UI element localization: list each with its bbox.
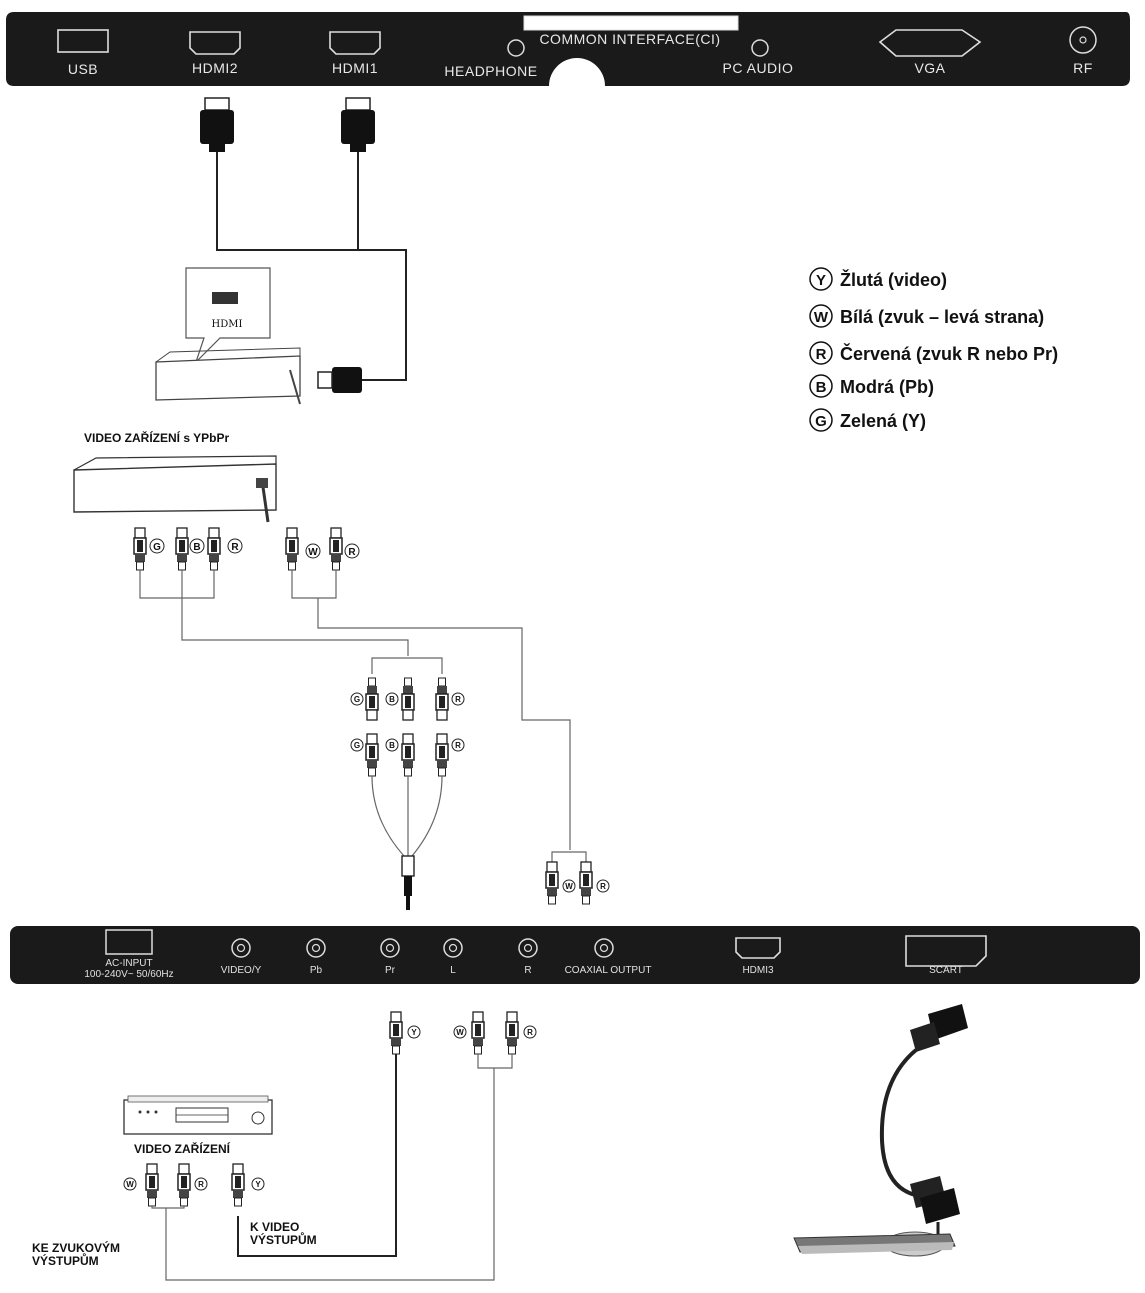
hdmi-source-device: HDMI <box>155 267 301 405</box>
svg-text:R: R <box>455 741 461 750</box>
scart-device-icon <box>793 1231 956 1257</box>
rf-label: RF <box>1073 60 1093 76</box>
video-device-plugs: W R Y <box>123 1163 265 1209</box>
ypbpr-wires <box>139 570 571 850</box>
svg-text:B: B <box>193 542 200 553</box>
video-out-label-2: VÝSTUPŮM <box>250 1231 317 1247</box>
adapter-plugs-lower: G B R <box>350 733 465 910</box>
legend-item: Y Žlutá (video) <box>809 267 947 291</box>
hdmi-port-icon <box>212 292 238 304</box>
bottom-av-plugs: Y W R <box>165 1011 537 1281</box>
legend-item: G Zelená (Y) <box>809 408 926 432</box>
legend-item: W Bílá (zvuk – levá strana) <box>809 304 1044 328</box>
svg-text:R: R <box>231 542 239 553</box>
svg-text:R: R <box>816 346 827 363</box>
legend-item: B Modrá (Pb) <box>809 374 934 398</box>
usb-label: USB <box>68 61 98 77</box>
scart-port-icon <box>905 935 987 967</box>
top-connector-panel: USB HDMI2 HDMI1 HEADPHONE COMMON INTERFA… <box>6 12 1130 86</box>
hdmi-device-label: HDMI <box>212 319 243 330</box>
ypbpr-plug-letters: G B R W R <box>149 538 360 559</box>
svg-text:R: R <box>600 882 606 891</box>
video-y-label: VIDEO/Y <box>221 965 262 976</box>
hdmi2-port-icon <box>189 31 241 55</box>
headphone-jack-icon <box>507 39 525 57</box>
audio-out-label-1: KE ZVUKOVÝM <box>32 1240 120 1255</box>
ci-label: COMMON INTERFACE(CI) <box>539 31 720 47</box>
r-label: R <box>524 965 531 976</box>
legend-item: R Červená (zvuk R nebo Pr) <box>809 341 1058 365</box>
svg-text:Bílá (zvuk – levá strana): Bílá (zvuk – levá strana) <box>840 307 1044 327</box>
svg-text:B: B <box>389 695 395 704</box>
svg-text:W: W <box>814 309 829 326</box>
scart-plug-icon <box>910 1004 968 1052</box>
l-label: L <box>450 965 456 976</box>
svg-text:R: R <box>455 695 461 704</box>
svg-text:W: W <box>565 882 573 891</box>
bottom-connector-panel: AC-INPUT 100-240V~ 50/60Hz VIDEO/Y Pb Pr… <box>10 926 1140 984</box>
audio-pair-plugs: W R <box>545 851 610 905</box>
svg-text:Žlutá (video): Žlutá (video) <box>840 269 947 290</box>
pc-audio-jack-icon <box>751 39 769 57</box>
hdmi1-port-icon <box>329 31 381 55</box>
scart-cable <box>793 1004 968 1257</box>
ypbpr-device <box>73 455 277 523</box>
svg-text:Y: Y <box>411 1028 417 1037</box>
pc-audio-label: PC AUDIO <box>723 60 794 76</box>
rf-port-icon <box>1069 26 1097 54</box>
svg-text:W: W <box>308 547 318 558</box>
video-device-title: VIDEO ZAŘÍZENÍ <box>134 1141 231 1156</box>
coaxial-output-label: COAXIAL OUTPUT <box>565 965 652 976</box>
hdmi-plug-icon <box>200 97 234 152</box>
svg-text:G: G <box>354 741 360 750</box>
scart-label: SCART <box>929 965 963 976</box>
video-device <box>123 1095 273 1135</box>
headphone-label: HEADPHONE <box>444 63 537 79</box>
svg-text:G: G <box>815 413 827 430</box>
hdmi1-label: HDMI1 <box>332 60 378 76</box>
svg-text:Y: Y <box>816 272 826 289</box>
svg-text:B: B <box>389 741 395 750</box>
ac-spec-label: 100-240V~ 50/60Hz <box>84 969 173 980</box>
svg-text:G: G <box>153 542 161 553</box>
hdmi-plug-icon <box>341 97 375 152</box>
audio-out-label-2: VÝSTUPŮM <box>32 1252 99 1268</box>
svg-text:W: W <box>456 1028 464 1037</box>
hdmi3-port-icon <box>735 937 781 959</box>
usb-port-icon <box>57 29 109 53</box>
hdmi2-label: HDMI2 <box>192 60 238 76</box>
svg-text:G: G <box>354 695 360 704</box>
vga-label: VGA <box>914 60 945 76</box>
color-legend: Y Žlutá (video) W Bílá (zvuk – levá stra… <box>809 267 1058 432</box>
hdmi3-label: HDMI3 <box>742 965 774 976</box>
video-out-label-1: K VIDEO <box>250 1220 299 1234</box>
ci-slot-icon <box>523 15 739 31</box>
hdmi-cables <box>200 97 407 393</box>
scart-plug-icon <box>910 1176 960 1224</box>
vga-port-icon <box>878 29 982 57</box>
ypbpr-device-title: VIDEO ZAŘÍZENÍ s YPbPr <box>84 430 229 445</box>
svg-text:R: R <box>527 1028 533 1037</box>
pr-label: Pr <box>385 965 396 976</box>
adapter-plugs-upper: G B R <box>350 677 465 721</box>
svg-text:W: W <box>126 1180 134 1189</box>
svg-text:Modrá (Pb): Modrá (Pb) <box>840 377 934 397</box>
pb-label: Pb <box>310 965 323 976</box>
hdmi-plug-icon <box>317 367 362 393</box>
svg-text:Červená (zvuk R nebo Pr): Červená (zvuk R nebo Pr) <box>840 343 1058 364</box>
svg-text:R: R <box>198 1180 204 1189</box>
ac-input-label: AC-INPUT <box>105 958 152 969</box>
svg-text:Y: Y <box>255 1180 261 1189</box>
svg-text:B: B <box>816 379 827 396</box>
ac-input-icon <box>105 929 153 955</box>
svg-text:Zelená (Y): Zelená (Y) <box>840 411 926 431</box>
svg-text:R: R <box>348 547 356 558</box>
